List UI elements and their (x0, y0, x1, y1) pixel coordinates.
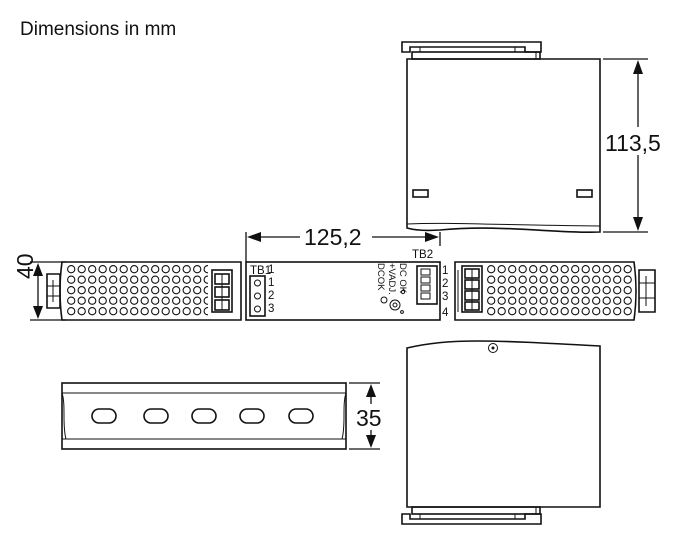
front-view: TB1 1 2 3 1 DC OK +VADJ. DCOK TB2 1 2 3 … (245, 249, 449, 321)
length-label: 125,2 (304, 224, 362, 250)
drawing-title: Dimensions in mm (20, 19, 176, 40)
height-dimension: 113,5 (603, 58, 671, 233)
bottom-view (401, 340, 601, 525)
tb2-pin-3: 3 (442, 291, 448, 303)
right-end-view (454, 261, 656, 321)
mount-hole (488, 343, 498, 353)
dc-ok-bottom-label: DCOK (375, 263, 386, 291)
rail-dimension: 35 (349, 382, 388, 450)
tb1-pin-1: 1 (268, 277, 274, 289)
rail-slot (191, 408, 217, 424)
top-view (401, 41, 601, 234)
rail-slot (143, 408, 169, 424)
tb1-pin-1-top: 1 (268, 264, 274, 276)
rail-slot (288, 408, 314, 424)
led-indicator (380, 296, 388, 304)
tb2-pin-2: 2 (442, 278, 448, 290)
tb2-connector (416, 265, 438, 305)
tb2-label: TB2 (412, 249, 433, 261)
tb2-pin-4: 4 (442, 307, 449, 319)
tb1-label: TB1 (250, 265, 271, 277)
left-end-view: 40 (12, 253, 242, 321)
rail-slot (91, 408, 117, 424)
length-dimension: 125,2 (245, 224, 441, 262)
tb2-pin-1: 1 (442, 265, 448, 277)
rail-label: 35 (356, 405, 382, 431)
din-rail (61, 382, 347, 450)
dc-ok-label: DC OK (397, 263, 408, 294)
rail-slot (239, 408, 265, 424)
width-label: 40 (12, 253, 38, 279)
tb1-pin-3: 3 (268, 303, 274, 315)
tb1-pin-2: 2 (268, 290, 274, 302)
adjust-pot (389, 299, 401, 311)
height-label: 113,5 (605, 130, 661, 156)
tb1-connector (249, 275, 266, 317)
vadj-label: +VADJ. (386, 263, 397, 295)
